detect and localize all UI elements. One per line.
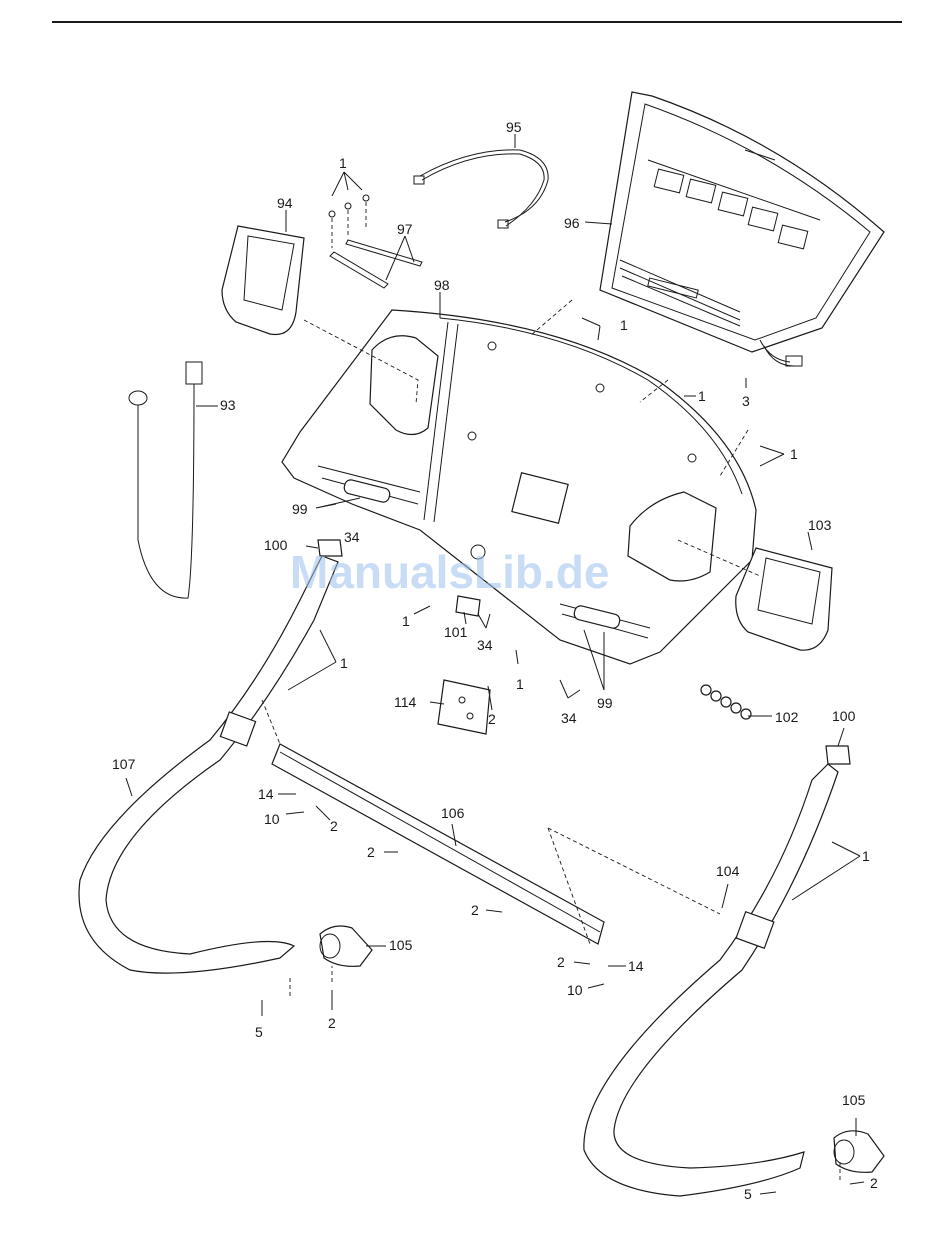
callout-10: 10 <box>567 982 583 998</box>
callout-93: 93 <box>220 397 236 413</box>
grommet-part-102 <box>701 685 751 719</box>
callout-2: 2 <box>328 1015 336 1031</box>
callout-2: 2 <box>471 902 479 918</box>
callout-14: 14 <box>628 958 644 974</box>
callout-107: 107 <box>112 756 136 772</box>
callout-1: 1 <box>516 676 524 692</box>
callout-14: 14 <box>258 786 274 802</box>
wire-part-93 <box>129 362 202 598</box>
callout-2: 2 <box>488 711 496 727</box>
callout-34: 34 <box>477 637 493 653</box>
bracket-part-101 <box>456 596 480 616</box>
callout-1: 1 <box>620 317 628 333</box>
callout-105: 105 <box>842 1092 866 1108</box>
callout-99: 99 <box>292 501 308 517</box>
callout-2: 2 <box>870 1175 878 1191</box>
callout-1: 1 <box>402 613 410 629</box>
callout-106: 106 <box>441 805 465 821</box>
callout-97: 97 <box>397 221 413 237</box>
plate-part-114 <box>438 680 490 734</box>
callout-3: 3 <box>742 393 750 409</box>
cup-holder-part-103 <box>736 548 832 650</box>
callout-100: 100 <box>264 537 288 553</box>
callout-5: 5 <box>744 1186 752 1202</box>
callout-5: 5 <box>255 1024 263 1040</box>
callout-2: 2 <box>557 954 565 970</box>
callout-10: 10 <box>264 811 280 827</box>
callout-98: 98 <box>434 277 450 293</box>
callout-101: 101 <box>444 624 468 640</box>
callout-114: 114 <box>394 694 417 710</box>
callout-103: 103 <box>808 517 832 533</box>
callout-1: 1 <box>862 848 870 864</box>
callout-1: 1 <box>790 446 798 462</box>
cup-holder-part-94 <box>222 226 304 335</box>
console-frame-part-96 <box>600 92 884 366</box>
cable-part-95 <box>414 150 548 228</box>
callout-96: 96 <box>564 215 580 231</box>
callout-104: 104 <box>716 863 740 879</box>
callout-34: 34 <box>344 529 360 545</box>
callout-94: 94 <box>277 195 293 211</box>
callout-100: 100 <box>832 708 856 724</box>
callout-1: 1 <box>698 388 706 404</box>
bracket-part-97 <box>329 195 422 288</box>
callout-1: 1 <box>340 655 348 671</box>
callout-34: 34 <box>561 710 577 726</box>
callout-99: 99 <box>597 695 613 711</box>
callout-1: 1 <box>339 155 347 171</box>
callout-102: 102 <box>775 709 799 725</box>
callout-95: 95 <box>506 119 522 135</box>
callout-105: 105 <box>389 937 413 953</box>
watermark: ManualsLib.de <box>290 546 609 598</box>
handrail-part-104 <box>584 764 838 1196</box>
callout-2: 2 <box>367 844 375 860</box>
callout-2: 2 <box>330 818 338 834</box>
